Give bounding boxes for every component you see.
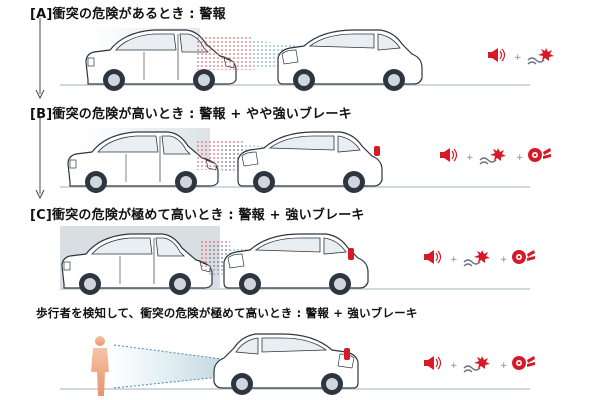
progress-arrow-b-c [35,118,45,200]
scenario-c: + + [60,226,535,296]
front-vehicle [237,131,383,194]
pedestrian-figure [91,336,109,396]
scenario-pedestrian-heading: 歩行者を検知して、衝突の危険が極めて高いとき : 警報 + 強いブレーキ [36,306,418,320]
plus-sign: + [500,255,508,265]
brake-disc-icon [512,250,535,264]
plus-sign: + [466,153,474,163]
brake-light [344,348,350,360]
brake-disc-icon [528,148,551,162]
speaker-icon [439,147,458,163]
scenario-b: + + [60,128,551,194]
ground-line [60,388,530,390]
plus-sign: + [516,153,524,163]
collision-icon [463,249,491,267]
scenario-pedestrian: + + [60,333,535,396]
brake-light [348,248,354,260]
scenario-a: + [60,28,555,92]
scenario-c-heading: [C]衝突の危険が極めて高いとき : 警報 + 強いブレーキ [30,208,365,223]
warning-radar-red [196,36,252,70]
ground-line [60,288,530,290]
own-car [213,333,359,396]
plus-sign: + [450,361,458,371]
front-vehicle [223,233,369,296]
speaker-icon [423,355,442,371]
plus-sign: + [514,53,522,63]
progress-arrow-a-b [35,18,45,100]
front-vehicle [277,29,423,92]
collision-icon [527,47,555,65]
collision-icon [479,147,507,165]
collision-icon [463,355,491,373]
ground-line [60,186,530,188]
scenario-a-heading: [A]衝突の危険があるとき : 警報 [30,7,226,22]
brake-light [374,146,380,156]
scenario-b-heading: [B]衝突の危険が高いとき : 警報 + やや強いブレーキ [30,107,352,122]
speaker-icon [423,249,442,265]
plus-sign: + [450,255,458,265]
brake-disc-icon [512,356,535,370]
speaker-icon [487,47,506,63]
plus-sign: + [500,361,508,371]
radar-beam [114,345,230,388]
